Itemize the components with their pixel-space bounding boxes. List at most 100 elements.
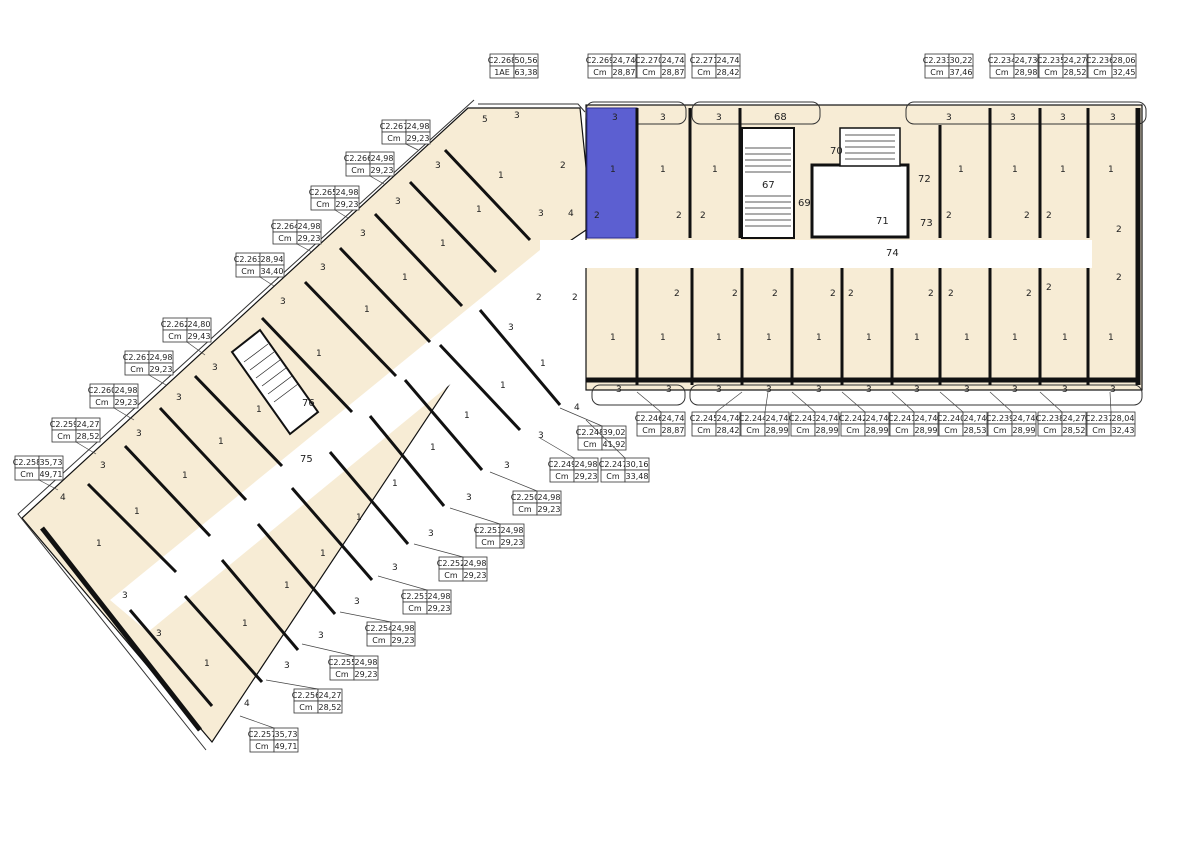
label-text: Cm [408, 604, 422, 613]
room-digit: 3 [136, 429, 142, 439]
label-text: 24,98 [392, 624, 415, 633]
label-text: C2.242 [839, 414, 868, 423]
label-text: C2.245 [690, 414, 719, 423]
room-digit: 1 [204, 659, 210, 669]
corridors [110, 240, 1092, 632]
label-text: 24,98 [355, 658, 378, 667]
label-text: Cm [351, 166, 365, 175]
label-leader-line [1039, 391, 1063, 413]
room-digit: 3 [284, 661, 290, 671]
label-leader-line [339, 611, 392, 623]
balcony-outline-wing [17, 99, 475, 751]
room-digit: 2 [946, 211, 952, 221]
label-text: C2.241 [888, 414, 917, 423]
room-digit: 3 [716, 385, 722, 395]
label-text: 28,98 [1015, 68, 1038, 77]
label-text: C2.248 [576, 428, 605, 437]
room-digit: 3 [504, 461, 510, 471]
label-text: C2.243 [789, 414, 818, 423]
selected-unit-c2-269[interactable] [586, 107, 638, 239]
label-cell [962, 423, 988, 437]
label-text: Cm [697, 68, 711, 77]
label-cell [317, 700, 343, 714]
label-text: Cm [130, 365, 144, 374]
label-text: Cm [930, 68, 944, 77]
label-text: 24,74 [915, 414, 938, 423]
room-digit: 3 [392, 563, 398, 573]
label-text: C2.263 [234, 255, 263, 264]
room-digit: 4 [568, 209, 574, 219]
room-digit: 1 [712, 165, 718, 175]
label-text: C2.260 [88, 386, 117, 395]
label-text: 28,04 [1112, 414, 1135, 423]
label-text: C2.254 [365, 624, 394, 633]
label-cell [499, 535, 525, 549]
label-leader-line [559, 407, 603, 427]
label-text: C2.271 [690, 56, 719, 65]
label-text: 39,02 [603, 428, 626, 437]
room-digit: 2 [848, 289, 854, 299]
room-digit: 1 [816, 333, 822, 343]
room-digit: 3 [320, 263, 326, 273]
label-text: C2.240 [937, 414, 966, 423]
label-cell [624, 469, 650, 483]
label-text: 35,73 [275, 730, 298, 739]
label-cell [334, 197, 360, 211]
label-text: 24,74 [766, 414, 789, 423]
label-leader-line [939, 391, 964, 413]
label-text: 24,98 [298, 222, 321, 231]
room-digit: 1 [284, 581, 290, 591]
room-digit: 1 [464, 411, 470, 421]
label-text: Cm [95, 398, 109, 407]
label-text: C2.244 [739, 414, 768, 423]
room-digit: 4 [60, 493, 66, 503]
label-leader-line [764, 391, 769, 413]
label-text: Cm [642, 426, 656, 435]
room-digit: 3 [538, 209, 544, 219]
label-text: Cm [1043, 426, 1057, 435]
label-text: C2.247 [599, 460, 628, 469]
label-text: 24,98 [464, 559, 487, 568]
label-leader-line [891, 391, 915, 413]
